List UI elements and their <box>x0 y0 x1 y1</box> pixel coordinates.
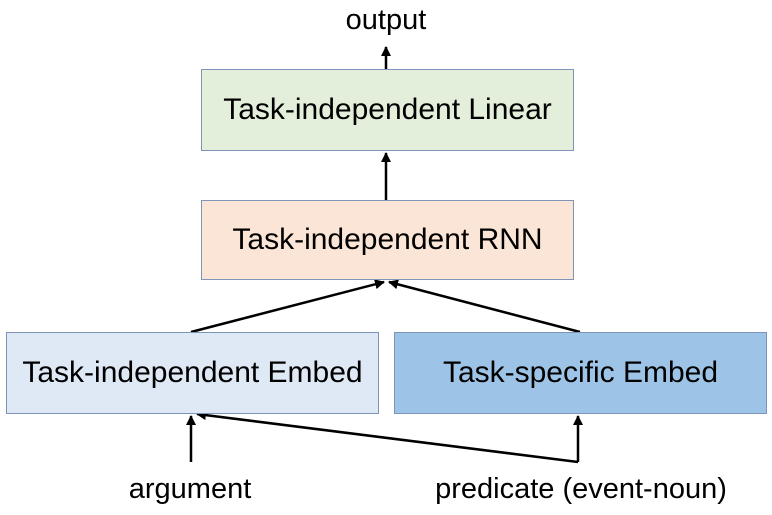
linear-layer-label: Task-independent Linear <box>223 93 552 126</box>
rnn-layer-box: Task-independent RNN <box>201 200 574 280</box>
rnn-layer-label: Task-independent RNN <box>232 223 543 256</box>
output-label: output <box>345 4 427 36</box>
argument-label: argument <box>128 473 252 505</box>
linear-layer-box: Task-independent Linear <box>201 69 574 151</box>
predicate-label: predicate (event-noun) <box>435 473 727 505</box>
task-independent-embed-box: Task-independent Embed <box>6 332 379 414</box>
arrow-predicate-to-embed-independent <box>196 410 579 464</box>
arrow-embed-specific-to-rnn <box>388 279 581 334</box>
arrow-embed-independent-to-rnn <box>190 279 385 334</box>
task-specific-embed-box: Task-specific Embed <box>394 332 767 414</box>
task-specific-embed-label: Task-specific Embed <box>442 356 719 389</box>
task-independent-embed-label: Task-independent Embed <box>22 356 363 389</box>
